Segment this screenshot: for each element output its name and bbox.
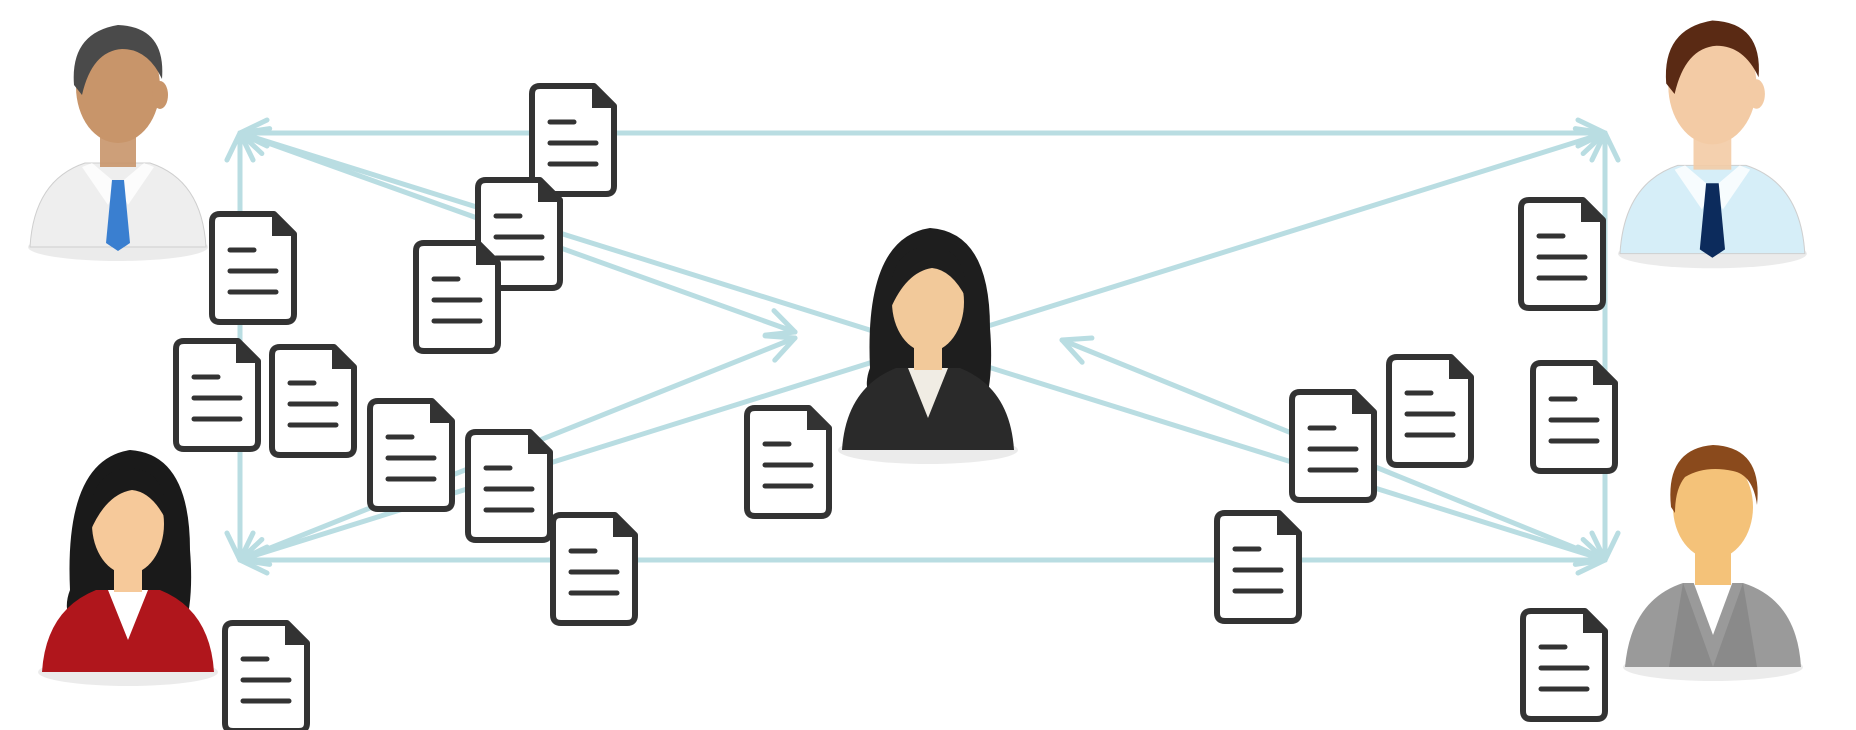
businessman-navy-tie-icon <box>1617 20 1807 269</box>
connector-top-right-to-bottom-right <box>1589 130 1621 563</box>
businessman-blue-tie-icon <box>28 25 208 261</box>
document-icon <box>529 83 617 197</box>
document-icon <box>269 344 357 458</box>
document-icon <box>744 405 832 519</box>
document-icon <box>413 240 501 354</box>
connector-top-left-to-top-right <box>237 117 1608 149</box>
document-icon <box>1530 360 1618 474</box>
document-icon <box>1518 197 1606 311</box>
businesswoman-black-suit-icon <box>838 228 1018 464</box>
document-icon <box>1214 510 1302 624</box>
document-icon <box>1289 389 1377 503</box>
document-icons <box>173 83 1618 730</box>
document-icon <box>222 620 310 730</box>
document-icon <box>465 429 553 543</box>
document-icon <box>550 512 638 626</box>
businesswoman-red-jacket-icon <box>38 450 218 686</box>
document-icon <box>1386 354 1474 468</box>
document-icon <box>173 338 261 452</box>
document-icon <box>1520 608 1608 722</box>
arrow-head-icon <box>1572 126 1608 157</box>
arrow-head-icon <box>762 333 798 363</box>
arrow-head-icon <box>1059 335 1095 365</box>
connector-bottom-left-to-bottom-right <box>237 544 1608 576</box>
businessman-gray-suit-icon <box>1623 445 1803 681</box>
document-icon <box>209 211 297 325</box>
document-icon <box>367 398 455 512</box>
people-icons <box>28 20 1807 686</box>
